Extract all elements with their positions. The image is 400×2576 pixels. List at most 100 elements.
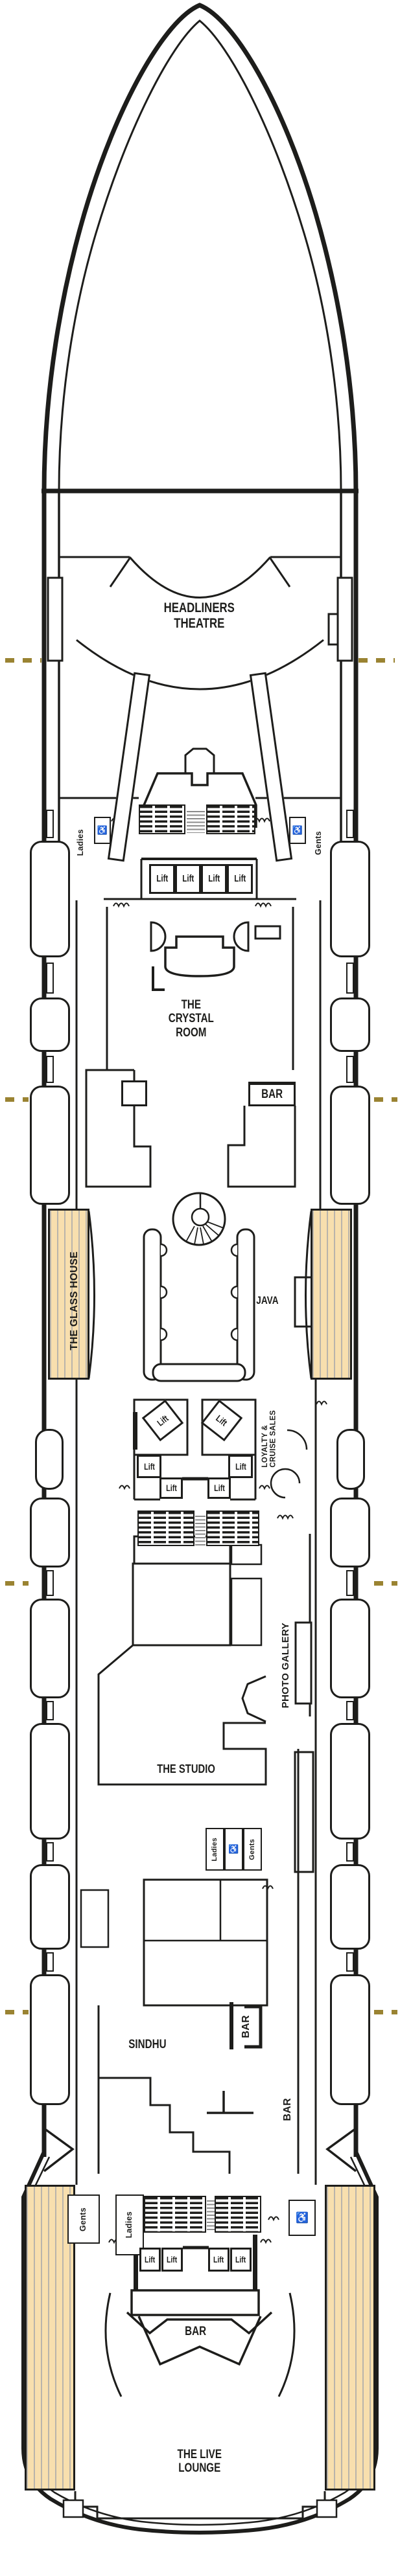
gents-room-label: Gents	[314, 830, 324, 855]
accessible-icon: ♿	[292, 825, 303, 835]
tender-boat	[336, 1429, 365, 1490]
lift-box: Lift	[159, 1477, 183, 1499]
lifeboat-davit	[346, 1570, 354, 1596]
lift-label: Lift	[213, 2255, 224, 2264]
ladies-room-label: Ladies	[124, 2211, 134, 2239]
gents-room-label: Gents	[78, 2207, 88, 2231]
stairs	[139, 804, 185, 834]
side-bar-label: BAR	[282, 2098, 294, 2121]
gents-room: Gents	[243, 1828, 262, 1871]
bow-inner-line	[58, 19, 342, 492]
stern-bar-front	[126, 2311, 273, 2335]
promenade-deck	[325, 2185, 375, 2491]
lifeboat	[30, 1864, 70, 1950]
lift-label: Lift	[213, 1483, 225, 1493]
lift-label: Lift	[155, 1413, 171, 1428]
promenade-deck	[25, 2185, 75, 2491]
lift-box: Lift	[230, 2248, 252, 2272]
headliners-theatre-label-area: HEADLINERS THEATRE	[121, 593, 277, 639]
spiral-staircase	[172, 1192, 226, 1246]
fire-zone-dash	[374, 1581, 397, 1586]
accessible-icon: ♿	[97, 825, 108, 835]
sindhu-bar-counter	[229, 2002, 233, 2049]
lift-label: Lift	[235, 1461, 246, 1472]
fire-zone-dash	[5, 1581, 29, 1586]
lift-label: Lift	[165, 1483, 177, 1493]
stern-bar-label-area: BAR	[174, 2323, 218, 2341]
ladies-room-label: Ladies	[76, 829, 86, 856]
studio-label-area: THE STUDIO	[128, 1761, 244, 1777]
lift-label: Lift	[235, 2255, 246, 2264]
accessible-wc: ♿	[94, 817, 111, 844]
fire-zone-dash	[374, 2010, 397, 2014]
lifeboat-davit	[346, 1842, 354, 1862]
ladies-room: Ladies	[206, 1828, 224, 1871]
lift-box: Lift	[227, 864, 253, 894]
stairs	[206, 804, 255, 834]
accessible-icon: ♿	[296, 2213, 309, 2224]
lifeboat-davit	[46, 963, 54, 994]
stairs	[144, 2196, 206, 2233]
service-room	[121, 1080, 147, 1106]
theatre-seating-arc	[76, 639, 324, 690]
lift-box: Lift	[139, 2248, 161, 2272]
live-lounge-label: THE LIVE LOUNGE	[177, 2447, 222, 2475]
lift-box: Lift	[228, 1455, 253, 1478]
lift-label: Lift	[143, 1461, 155, 1472]
bar-label: BAR	[185, 2325, 207, 2339]
lift-label: Lift	[156, 874, 169, 884]
lifeboat-davit	[46, 1952, 54, 1972]
crystal-bar: BAR	[248, 1082, 296, 1106]
ladies-room: Ladies	[115, 2194, 144, 2255]
stairs	[215, 2196, 261, 2233]
photo-gallery-label: PHOTO GALLERY	[279, 1622, 291, 1709]
lifeboat	[30, 997, 70, 1052]
stairs-landing	[195, 1516, 206, 1545]
stairs	[206, 1510, 259, 1546]
lift-box: Lift	[161, 2248, 183, 2272]
lift-box: Lift	[208, 2248, 229, 2272]
gents-room-label: Gents	[248, 1838, 256, 1860]
sindhu-label-area: SINDHU	[95, 2036, 199, 2053]
lifeboat	[330, 1086, 370, 1205]
ladies-room-label: Ladies	[210, 1837, 218, 1862]
java-bench	[143, 1228, 255, 1382]
glass-house-label: THE GLASS HOUSE	[68, 1251, 80, 1351]
crystal-stage	[164, 935, 235, 977]
stairs-landing	[187, 811, 205, 833]
live-lounge-label-area: THE LIVE LOUNGE	[135, 2443, 265, 2479]
lifeboat	[330, 1974, 370, 2105]
lifeboat	[30, 1086, 70, 1205]
lifeboat-davit	[346, 810, 354, 838]
stage-front-curve	[128, 556, 272, 598]
loyalty-cruise-sales-label: LOYALTY & CRUISE SALES	[261, 1409, 277, 1468]
lift-label: Lift	[207, 874, 220, 884]
studio-label: THE STUDIO	[157, 1761, 215, 1775]
lifeboat	[330, 841, 370, 957]
fire-zone-dash	[374, 1097, 397, 1102]
fire-zone-dash	[5, 1097, 29, 1102]
lifeboat-davit	[46, 810, 54, 838]
sindhu-bar-label: BAR	[241, 2015, 252, 2038]
lift-label: Lift	[167, 2255, 178, 2264]
lifeboat	[330, 1864, 370, 1950]
crystal-room-label-area: THE CRYSTAL ROOM	[139, 994, 243, 1044]
lift-label: Lift	[182, 874, 194, 884]
lifeboat-davit	[346, 1701, 354, 1720]
lifeboat-davit	[346, 1952, 354, 1972]
lifeboat-davit	[46, 1056, 54, 1083]
accessible-wc: ♿	[288, 2200, 316, 2236]
lifeboat	[30, 841, 70, 957]
accessible-wc: ♿	[289, 817, 306, 844]
sindhu-label: SINDHU	[128, 2038, 167, 2052]
lifeboat	[330, 1599, 370, 1698]
stern-hull-outline	[21, 2108, 379, 2535]
lifeboat-davit	[46, 1842, 54, 1862]
lifeboat	[330, 1498, 370, 1567]
lift-label: Lift	[214, 1413, 229, 1428]
lift-box: Lift	[137, 1455, 161, 1478]
lifeboat	[30, 1498, 70, 1567]
gents-room: Gents	[67, 2194, 100, 2244]
